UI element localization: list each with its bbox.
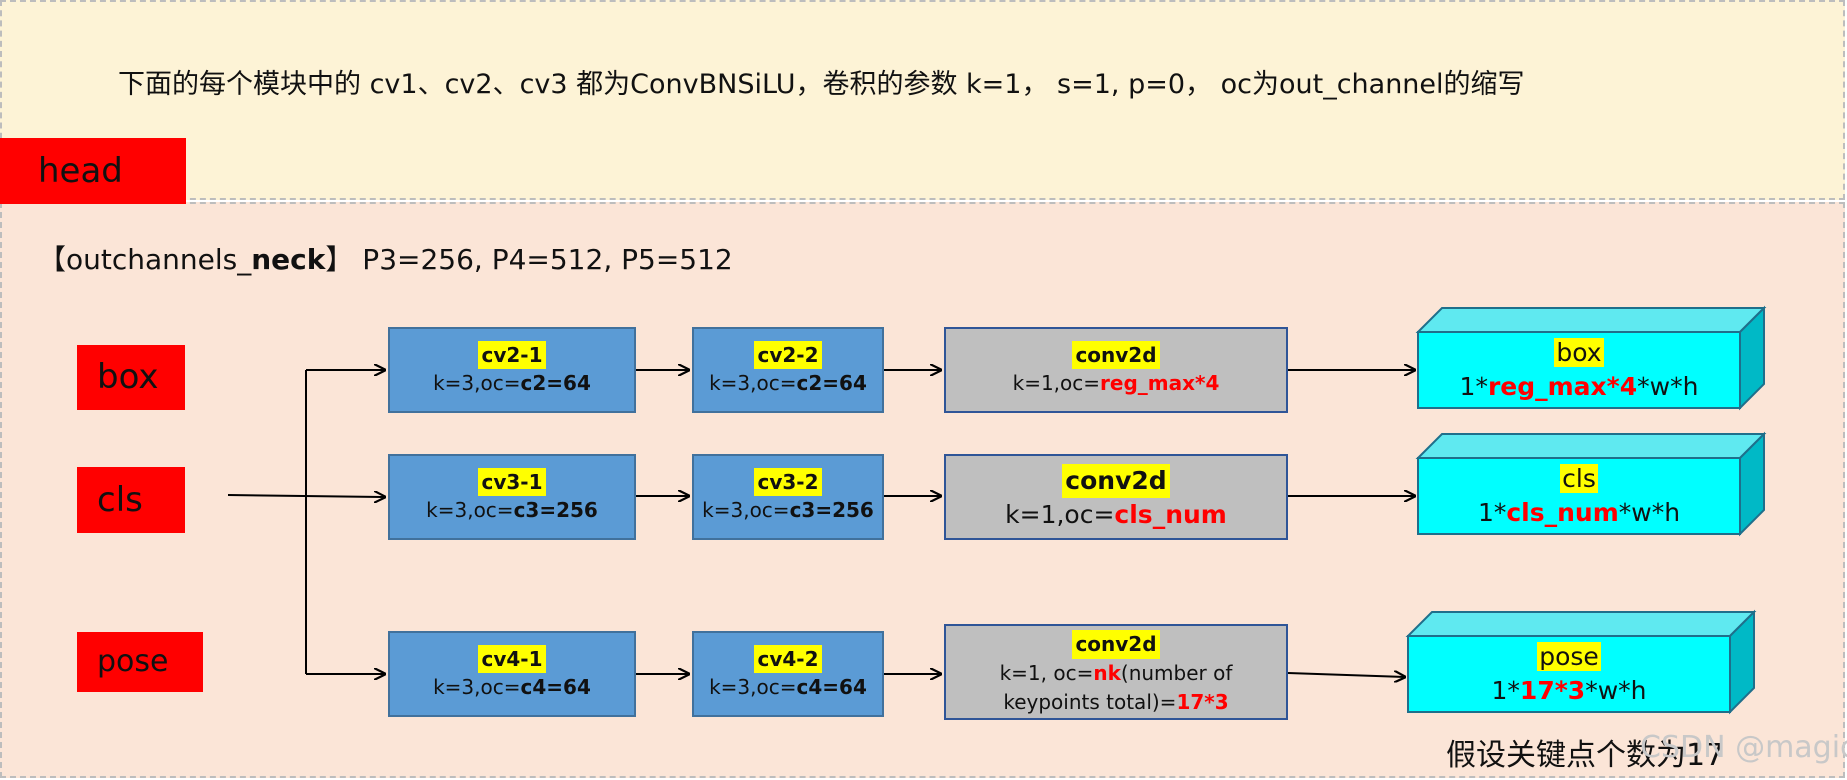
block-conv2d-cls: conv2d k=1,oc=cls_num <box>944 454 1288 540</box>
branch-label-cls: cls <box>77 467 185 533</box>
block-param: k=1,oc= <box>1005 500 1115 529</box>
output-pre: 1* <box>1491 676 1520 705</box>
note-panel <box>0 0 1845 200</box>
output-title: box <box>1554 338 1604 367</box>
output-value: cls_num <box>1506 498 1619 527</box>
arrow-pose-3 <box>1287 673 1406 677</box>
branch-label-pose: pose <box>77 632 203 692</box>
block-value: reg_max*4 <box>1100 371 1220 395</box>
block-cv2-2: cv2-2 k=3,oc=c2=64 <box>692 327 884 413</box>
block-param: k=3,oc= <box>709 675 797 699</box>
block-title: conv2d <box>1062 464 1170 498</box>
output-box: box 1*reg_max*4*w*h <box>1418 336 1740 404</box>
watermark: CSDN @magic_ll <box>1640 730 1847 765</box>
outchannels-prefix: 【outchannels_ <box>38 243 252 276</box>
block-value: c2=64 <box>520 371 591 395</box>
output-post: *w*h <box>1637 372 1699 401</box>
outchannels-bold: neck <box>251 243 326 276</box>
output-pre: 1* <box>1477 498 1507 527</box>
output-title: cls <box>1560 464 1598 493</box>
outchannels-text: 【outchannels_neck】 P3=256, P4=512, P5=51… <box>38 238 733 278</box>
output-pose: pose 1*17*3*w*h <box>1408 640 1730 708</box>
block-value: c2=64 <box>796 371 867 395</box>
block-param-2: (number of <box>1120 661 1233 685</box>
block-title: conv2d <box>1072 341 1160 369</box>
block-value: c4=64 <box>520 675 591 699</box>
block-value: c3=256 <box>789 498 874 522</box>
block-title: conv2d <box>1072 630 1160 659</box>
block-param-3: keypoints total)= <box>1003 690 1177 714</box>
output-post: *w*h <box>1618 498 1681 527</box>
branch-label-box: box <box>77 345 185 410</box>
block-value: c3=256 <box>513 498 598 522</box>
block-title: cv2-1 <box>478 341 546 369</box>
output-cls-3d-shape <box>1415 431 1767 537</box>
block-param: k=1,oc= <box>1012 371 1101 395</box>
block-param: k=3,oc= <box>702 498 790 522</box>
block-cv3-1: cv3-1 k=3,oc=c3=256 <box>388 454 636 540</box>
section-label-head: head <box>0 138 186 204</box>
block-title: cv3-1 <box>478 468 546 496</box>
block-param: k=3,oc= <box>433 675 521 699</box>
block-value: c4=64 <box>796 675 867 699</box>
block-title: cv3-2 <box>754 468 822 496</box>
block-param: k=3,oc= <box>709 371 797 395</box>
block-cv4-1: cv4-1 k=3,oc=c4=64 <box>388 631 636 717</box>
outchannels-suffix: 】 P3=256, P4=512, P5=512 <box>325 243 733 276</box>
output-pre: 1* <box>1459 372 1488 401</box>
block-title: cv4-2 <box>754 645 822 673</box>
block-conv2d-box: conv2d k=1,oc=reg_max*4 <box>944 327 1288 413</box>
note-text: 下面的每个模块中的 cv1、cv2、cv3 都为ConvBNSiLU，卷积的参数… <box>118 69 1525 100</box>
output-value: 17*3 <box>1519 676 1586 705</box>
block-param: k=3,oc= <box>433 371 521 395</box>
block-value-2: 17*3 <box>1176 690 1229 714</box>
block-value: nk <box>1093 661 1121 685</box>
output-cls: cls 1*cls_num*w*h <box>1418 462 1740 530</box>
block-cv2-1: cv2-1 k=3,oc=c2=64 <box>388 327 636 413</box>
block-conv2d-pose: conv2d k=1, oc=nk(number of keypoints to… <box>944 624 1288 720</box>
block-cv3-2: cv3-2 k=3,oc=c3=256 <box>692 454 884 540</box>
footnote: 假设关键点个数为17 <box>1446 738 1725 773</box>
block-cv4-2: cv4-2 k=3,oc=c4=64 <box>692 631 884 717</box>
output-post: *w*h <box>1585 676 1647 705</box>
output-title: pose <box>1537 642 1601 671</box>
block-param: k=1, oc= <box>999 661 1094 685</box>
output-box-3d-shape <box>1415 305 1767 411</box>
block-title: cv2-2 <box>754 341 822 369</box>
output-value: reg_max*4 <box>1487 372 1638 401</box>
block-title: cv4-1 <box>478 645 546 673</box>
block-param: k=3,oc= <box>426 498 514 522</box>
block-value: cls_num <box>1114 500 1227 529</box>
